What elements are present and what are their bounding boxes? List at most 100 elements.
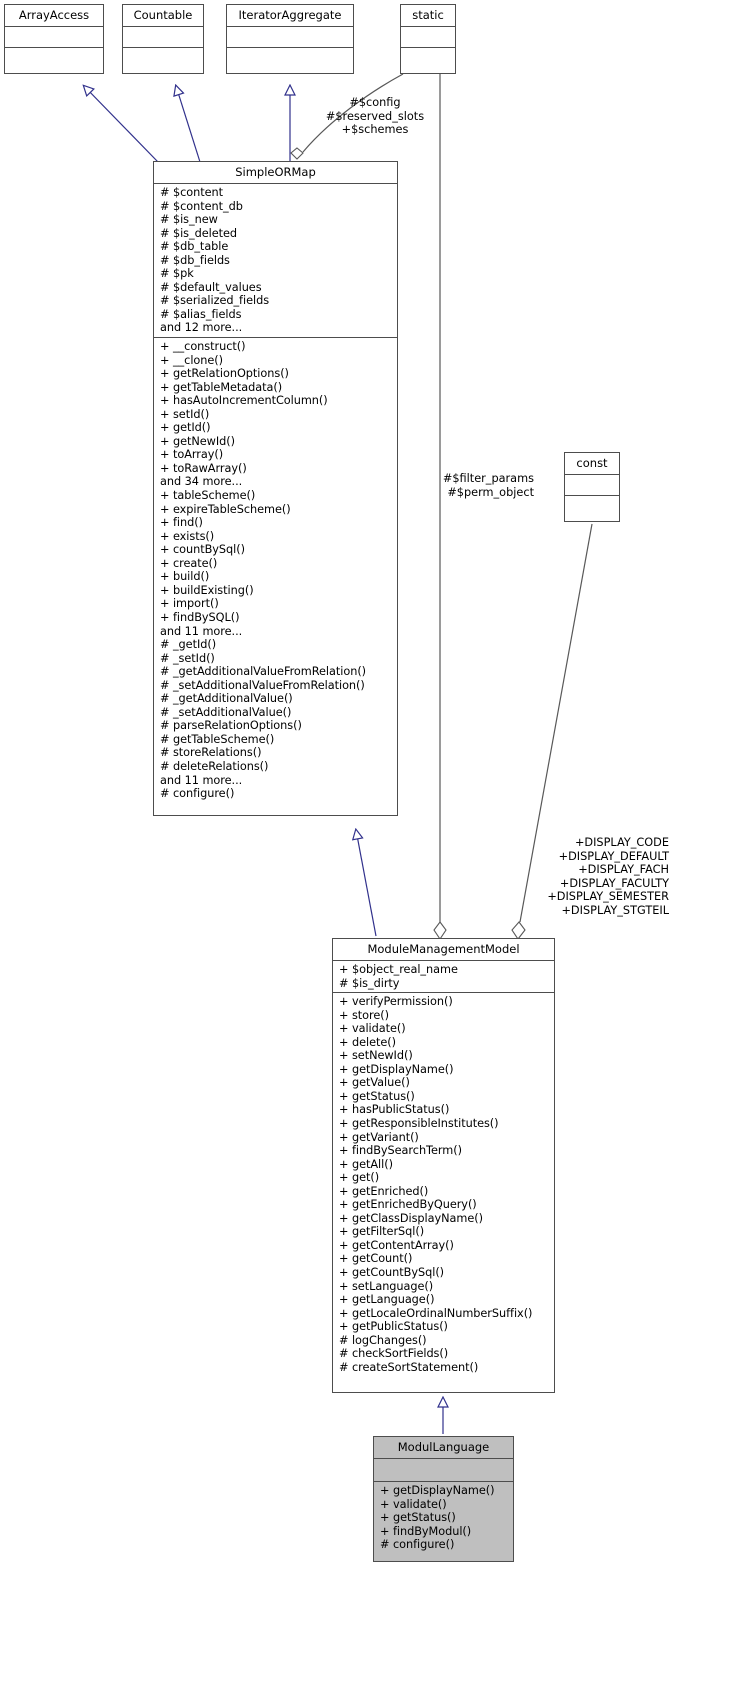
class-title: SimpleORMap <box>154 162 397 184</box>
class-box-iteratoraggregate[interactable]: IteratorAggregate <box>226 4 354 74</box>
method-row: # checkSortFields() <box>339 1347 449 1361</box>
method-row: + validate() <box>339 1022 406 1036</box>
edge-simpleormap-countable <box>176 86 201 163</box>
method-row: + getAll() <box>339 1157 393 1171</box>
edge-label-static-modulemanagementmodel: #$filter_params #$perm_object <box>400 472 534 499</box>
edge-static-modulemanagementmodel-aggregation <box>433 74 447 940</box>
method-row: + setLanguage() <box>339 1279 434 1293</box>
class-attributes <box>123 27 203 48</box>
method-row: + getValue() <box>339 1076 410 1090</box>
method-row: + __clone() <box>160 353 223 367</box>
class-attributes <box>401 27 455 48</box>
method-row: + getFilterSql() <box>339 1225 425 1239</box>
method-row: + getDisplayName() <box>380 1484 495 1497</box>
class-methods: + verifyPermission()+ store()+ validate(… <box>333 993 554 1376</box>
class-attributes <box>227 27 353 48</box>
method-row: + exists() <box>160 529 215 543</box>
class-methods <box>401 48 455 68</box>
method-row: + __construct() <box>160 340 246 354</box>
method-row: and 11 more... <box>160 624 243 638</box>
attribute-row: # $content_db <box>160 199 243 213</box>
method-row: + findByModul() <box>380 1524 472 1538</box>
class-methods <box>5 48 103 68</box>
class-title: IteratorAggregate <box>227 5 353 27</box>
method-row: # deleteRelations() <box>160 759 269 773</box>
attribute-row: # $alias_fields <box>160 307 242 321</box>
edge-modulemanagementmodel-simpleormap <box>356 830 377 937</box>
method-row: # _getAdditionalValue() <box>160 692 293 706</box>
class-box-modullanguage[interactable]: ModulLanguage + getDisplayName()+ valida… <box>373 1436 514 1562</box>
method-row: + getEnrichedByQuery() <box>339 1198 477 1212</box>
method-row: + getEnriched() <box>339 1184 429 1198</box>
method-row: # _setAdditionalValue() <box>160 705 292 719</box>
attribute-row: # $is_new <box>160 213 218 227</box>
method-row: + toArray() <box>160 448 224 462</box>
method-row: # parseRelationOptions() <box>160 719 302 733</box>
edge-label-line: #$filter_params <box>442 472 534 485</box>
method-row: # _getAdditionalValueFromRelation() <box>160 665 367 679</box>
edge-label-line: +DISPLAY_CODE <box>574 836 669 849</box>
method-row: + getContentArray() <box>339 1238 454 1252</box>
class-title: ModulLanguage <box>374 1437 513 1459</box>
method-row: # _setId() <box>160 651 215 665</box>
method-row: + getVariant() <box>339 1130 419 1144</box>
method-row: + getStatus() <box>339 1089 415 1103</box>
class-attributes: + $object_real_name# $is_dirty <box>333 961 554 994</box>
method-row: + getClassDisplayName() <box>339 1211 483 1225</box>
method-row: + getLocaleOrdinalNumberSuffix() <box>339 1306 533 1320</box>
attribute-row: # $default_values <box>160 280 262 294</box>
class-box-simpleormap[interactable]: SimpleORMap # $content# $content_db# $is… <box>153 161 398 816</box>
class-box-const[interactable]: const <box>564 452 620 522</box>
edge-label-line: +DISPLAY_DEFAULT <box>558 849 669 863</box>
method-row: + find() <box>160 516 203 530</box>
method-row: + get() <box>339 1171 380 1185</box>
method-row: + store() <box>339 1008 389 1022</box>
class-methods: + __construct()+ __clone()+ getRelationO… <box>154 338 397 803</box>
attribute-row: + $object_real_name <box>339 963 458 976</box>
attribute-row: # $db_fields <box>160 253 230 267</box>
class-attributes: # $content# $content_db# $is_new# $is_de… <box>154 184 397 339</box>
class-title: static <box>401 5 455 27</box>
class-methods <box>565 496 619 516</box>
method-row: # logChanges() <box>339 1333 427 1347</box>
class-box-arrayaccess[interactable]: ArrayAccess <box>4 4 104 74</box>
edge-simpleormap-arrayaccess <box>84 86 159 163</box>
attribute-row: # $db_table <box>160 240 229 254</box>
edge-label-static-simpleormap: #$config #$reserved_slots +$schemes <box>312 96 438 137</box>
method-row: + getId() <box>160 421 211 435</box>
attribute-row: # $content <box>160 186 223 199</box>
method-row: # createSortStatement() <box>339 1360 479 1374</box>
method-row: + setNewId() <box>339 1049 413 1063</box>
edge-label-line: +DISPLAY_FACULTY <box>559 876 669 890</box>
method-row: + setId() <box>160 407 210 421</box>
method-row: + getTableMetadata() <box>160 380 283 394</box>
method-row: + verifyPermission() <box>339 995 453 1009</box>
edge-label-line: #$config <box>349 96 401 109</box>
class-methods <box>227 48 353 68</box>
method-row: + import() <box>160 597 219 611</box>
attribute-row: and 12 more... <box>160 321 243 335</box>
method-row: and 11 more... <box>160 773 243 787</box>
edge-label-line: #$perm_object <box>447 485 534 499</box>
method-row: and 34 more... <box>160 475 243 489</box>
class-attributes <box>5 27 103 48</box>
method-row: + create() <box>160 556 218 570</box>
method-row: + hasPublicStatus() <box>339 1103 450 1117</box>
method-row: + toRawArray() <box>160 461 247 475</box>
method-row: + validate() <box>380 1497 447 1511</box>
method-row: + buildExisting() <box>160 583 254 597</box>
method-row: # _setAdditionalValueFromRelation() <box>160 678 365 692</box>
class-box-modulemanagementmodel[interactable]: ModuleManagementModel + $object_real_nam… <box>332 938 555 1393</box>
edge-label-line: +$schemes <box>341 123 409 137</box>
method-row: + getNewId() <box>160 434 235 448</box>
method-row: + getRelationOptions() <box>160 367 289 381</box>
method-row: + getStatus() <box>380 1511 456 1525</box>
attribute-row: # $is_deleted <box>160 226 238 240</box>
method-row: + expireTableScheme() <box>160 502 291 516</box>
method-row: + delete() <box>339 1035 396 1049</box>
class-title: ArrayAccess <box>5 5 103 27</box>
method-row: # configure() <box>160 787 235 801</box>
class-box-static[interactable]: static <box>400 4 456 74</box>
class-box-countable[interactable]: Countable <box>122 4 204 74</box>
